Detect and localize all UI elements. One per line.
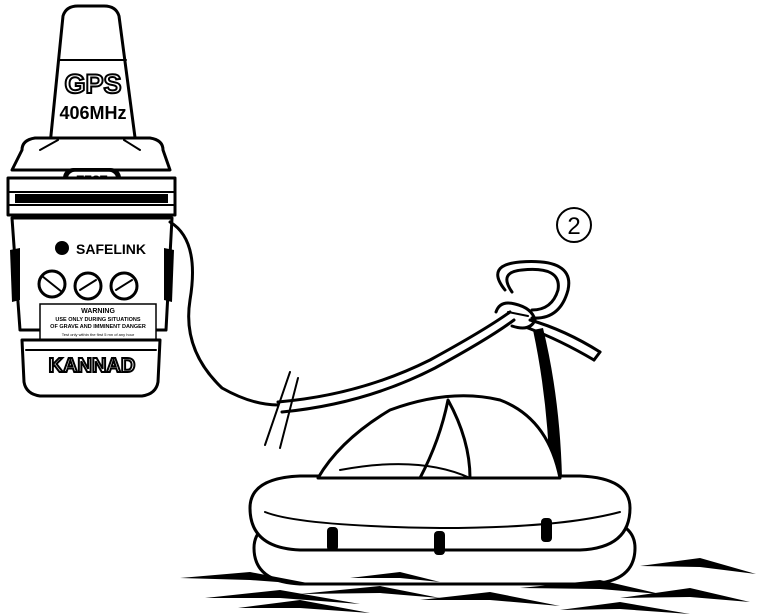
brand-label: SAFELINK <box>76 241 146 257</box>
epirb-beacon: GPS 406MHz TEST SAFELINK <box>8 6 175 396</box>
warning-title: WARNING <box>81 308 115 315</box>
bowline-knot <box>496 262 569 328</box>
raft-handle <box>327 527 338 551</box>
life-raft <box>250 396 635 584</box>
step-number: 2 <box>567 213 580 240</box>
warning-line-1: USE ONLY DURING SITUATIONS <box>55 317 140 323</box>
antenna-label-gps: GPS <box>64 69 121 99</box>
instruction-pictograms <box>39 271 137 299</box>
warning-line-3: Test only within the first 5 mn of any h… <box>62 332 135 337</box>
raft-handle <box>541 518 552 542</box>
step-indicator: 2 <box>557 208 591 242</box>
maker-label: KANNAD <box>49 355 136 377</box>
warning-line-2: OF GRAVE AND IMMINENT DANGER <box>50 324 146 330</box>
raft-handle <box>434 531 445 555</box>
warning-label: WARNING USE ONLY DURING SITUATIONS OF GR… <box>40 304 156 340</box>
antenna-label-frequency: 406MHz <box>59 103 126 123</box>
